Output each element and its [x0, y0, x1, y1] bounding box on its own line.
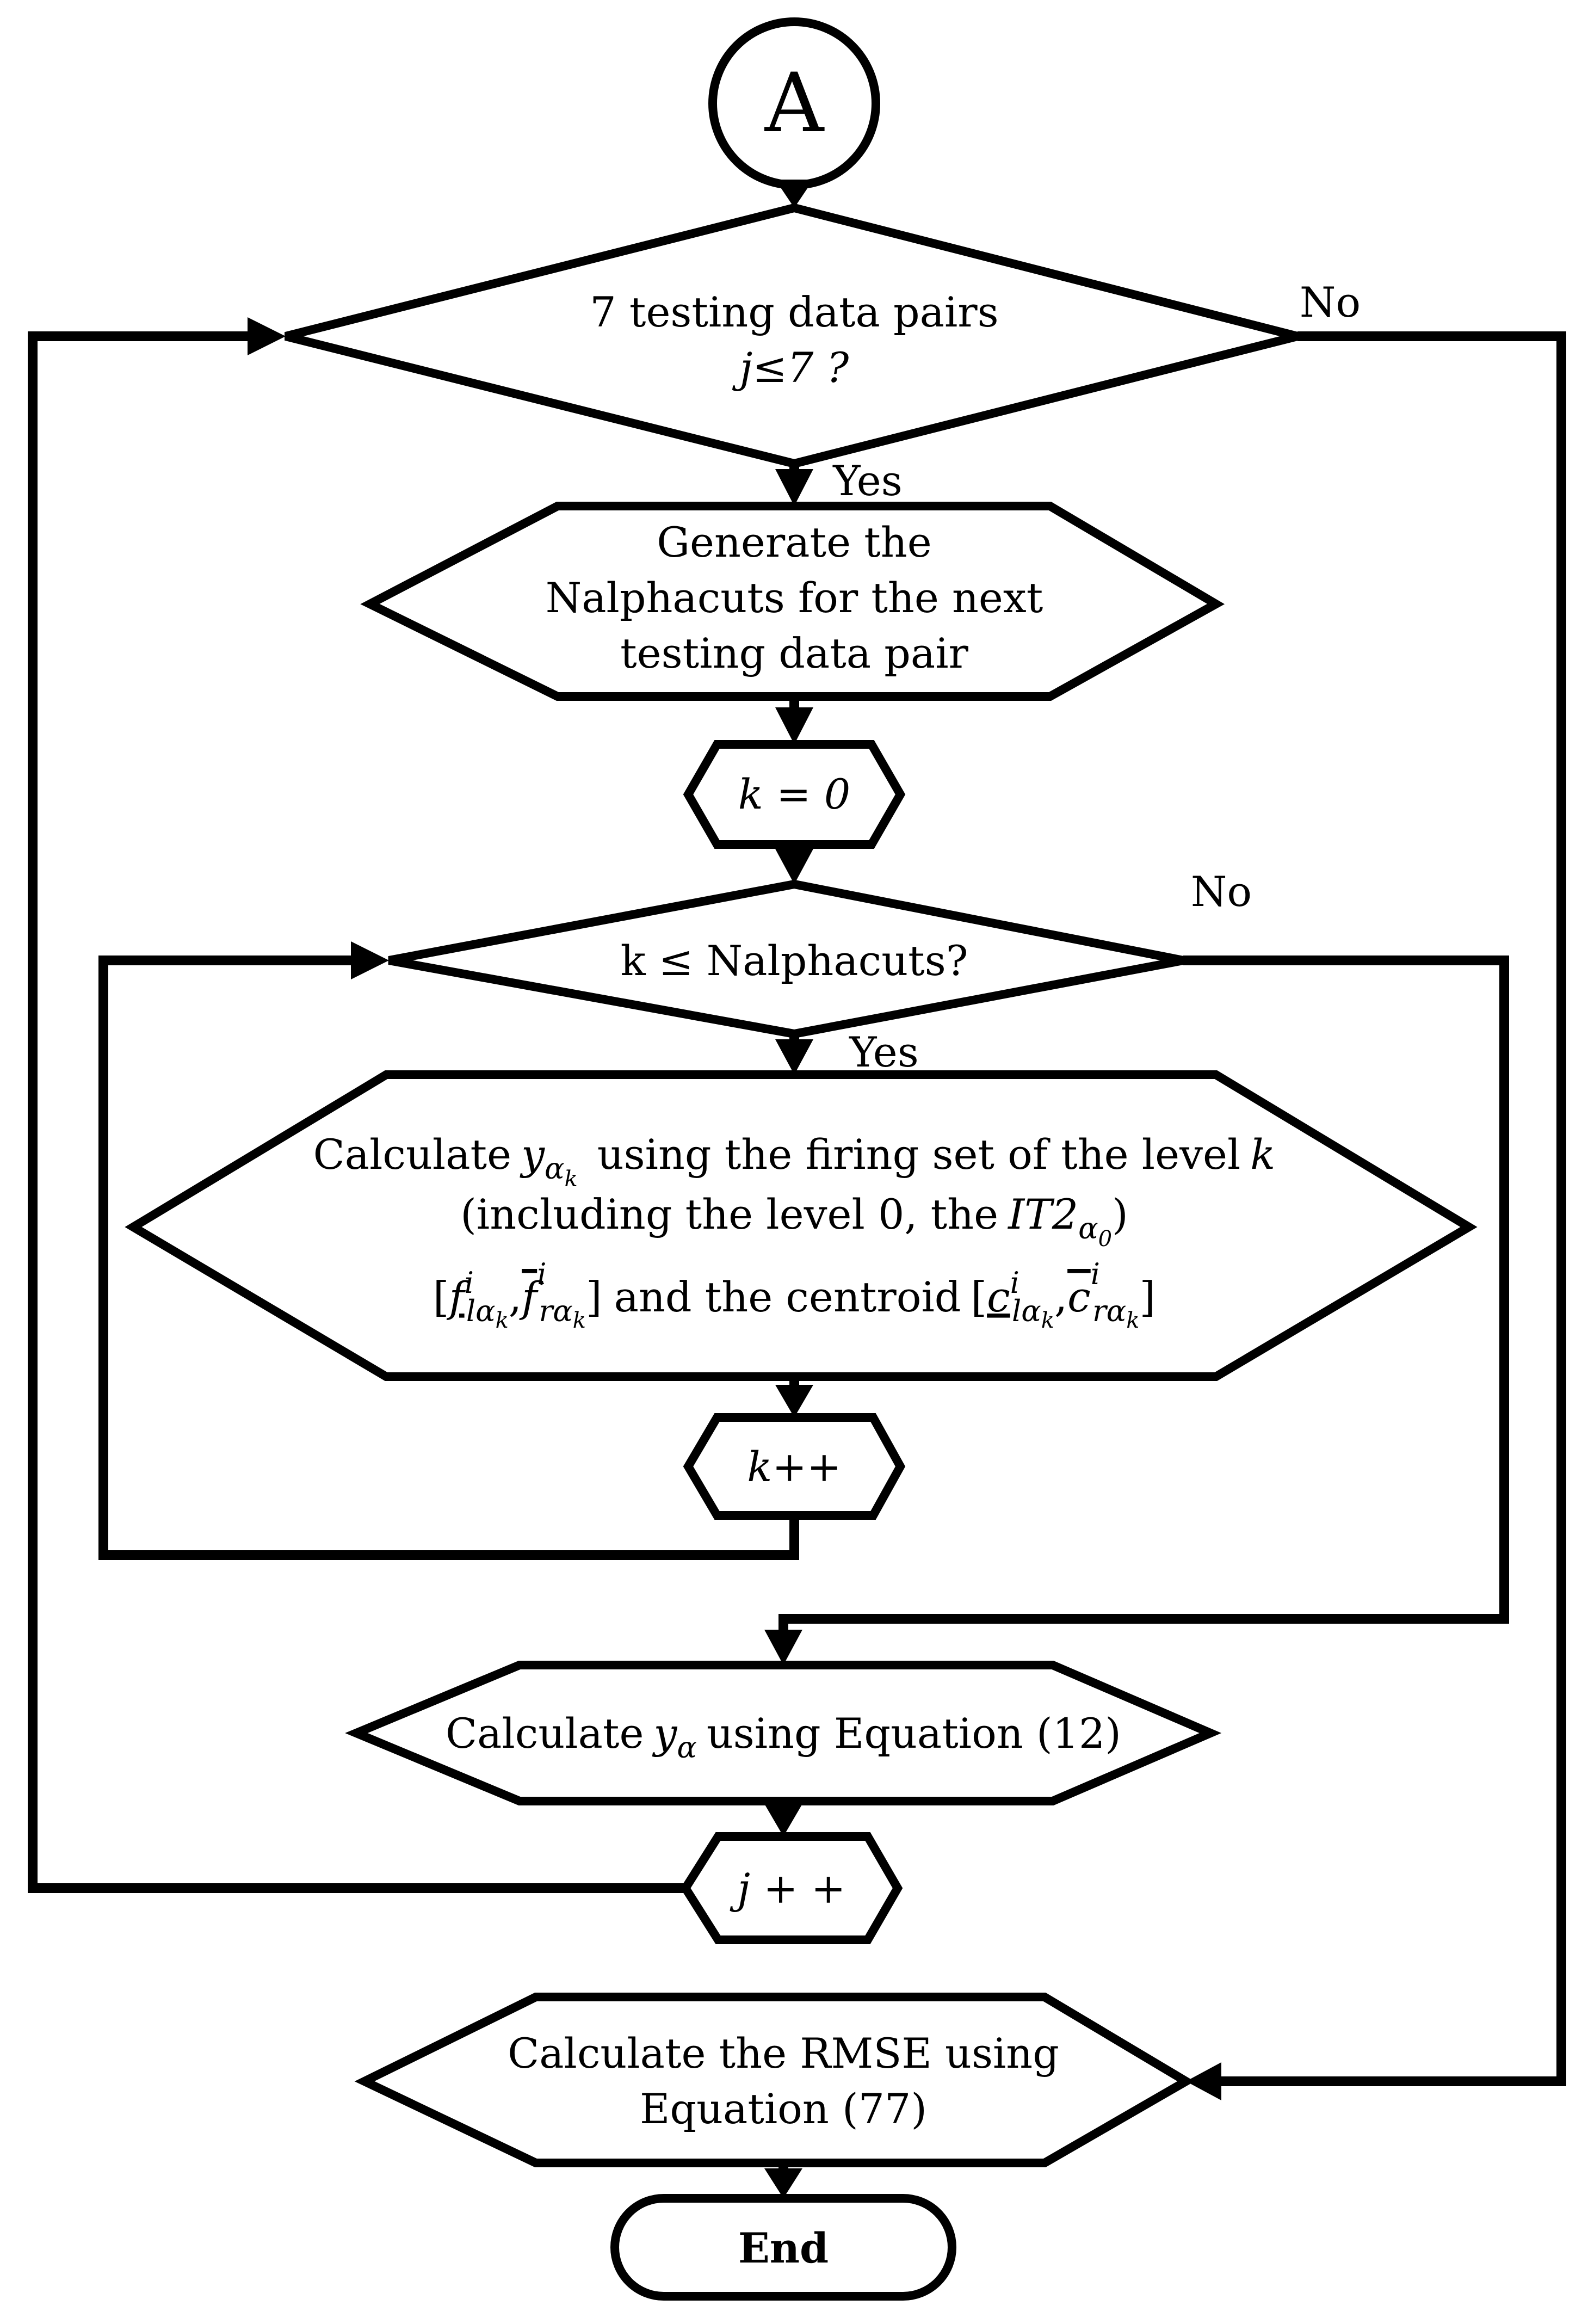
increment-k-hexagon [683, 1413, 906, 1520]
outer-loop-line [28, 331, 685, 1893]
calc-level-c-lower-sub: lα [1012, 1294, 1041, 1328]
calc-level-c-lower-sup: i [1010, 1266, 1019, 1300]
calc-y-var: y [652, 1709, 677, 1758]
calc-level-f-upper-sub-k: k [573, 1308, 586, 1333]
decision-outer-yes-label: Yes [832, 457, 903, 505]
inner-loop-line [98, 956, 799, 1560]
arrow-into-calc-level [775, 1039, 813, 1075]
generate-step: Generate the Nalphacuts for the next tes… [360, 502, 1225, 701]
arrow-into-jpp [764, 1804, 802, 1836]
calc-level-c-upper-sup: i [1091, 1257, 1100, 1291]
calc-level-pre: Calculate [313, 1130, 511, 1179]
generate-line3: testing data pair [620, 629, 968, 677]
increment-j: j + + [680, 1832, 903, 1944]
arrow-outer-loop [248, 317, 286, 355]
calc-level-bracket-open: [ [433, 1273, 449, 1321]
increment-j-label: j + + [730, 1864, 845, 1913]
calc-level-bracket-close2: ] [1140, 1273, 1156, 1321]
arrow-into-kpp [775, 1385, 813, 1417]
calc-level-it2-sub-0: 0 [1098, 1226, 1112, 1252]
init-k-label: k = 0 [738, 770, 850, 818]
calc-level-f-upper-sup: i [537, 1257, 546, 1291]
init-k-hexagon [683, 740, 906, 849]
arrow-into-end [764, 2168, 802, 2198]
calc-level-var-y: y [520, 1130, 545, 1179]
calc-level-c-lower-sub-k: k [1041, 1308, 1054, 1333]
terminal-end-shape [610, 2194, 956, 2301]
calc-level-c-upper: c [1067, 1273, 1091, 1321]
decision-inner: k ≤ Nalphacuts? No Yes [388, 867, 1252, 1076]
calc-level-f-lower-sub-k: k [496, 1308, 509, 1333]
calc-level-hexagon [125, 1070, 1478, 1381]
decision-inner-no-label: No [1191, 867, 1252, 916]
calc-level-comma2: , [1054, 1273, 1067, 1321]
generate-line2: Nalphacuts for the next [546, 574, 1043, 622]
terminal-end-label: End [738, 2224, 829, 2272]
calc-y-pre: Calculate [446, 1709, 644, 1758]
calc-y-hexagon [345, 1661, 1222, 1805]
calc-level-line2-close: ) [1112, 1190, 1128, 1238]
generate-line1: Generate the [657, 518, 931, 566]
arrow-into-decision-inner [775, 849, 813, 884]
calc-level-c-lower: c [987, 1273, 1010, 1321]
calc-level-sub-k: k [564, 1167, 577, 1192]
outer-no-line [1221, 331, 1566, 2086]
calc-rmse-line2: Equation (77) [640, 2085, 927, 2133]
calc-level-c-upper-sub: rα [1092, 1294, 1126, 1328]
arrow-into-decision-outer [775, 180, 813, 208]
calc-level-line3-mid: and the centroid [614, 1273, 961, 1321]
decision-outer-line2: j≤7 ? [732, 343, 850, 392]
terminal-end: End [610, 2194, 956, 2301]
calc-level-bracket-open2: [ [971, 1273, 987, 1321]
increment-k: k++ [683, 1413, 906, 1520]
decision-outer-line1: 7 testing data pairs [590, 288, 998, 336]
increment-k-label: k++ [747, 1443, 841, 1491]
inner-no-line [778, 956, 1509, 1632]
calc-rmse-step: Calculate the RMSE using Equation (77) [354, 1993, 1195, 2167]
connector-label: A [764, 56, 825, 151]
calc-y-post: using Equation (12) [707, 1709, 1121, 1758]
decision-inner-yes-label: Yes [849, 1028, 919, 1076]
calc-level-bracket-close1: ] [586, 1273, 602, 1321]
init-k: k = 0 [683, 740, 906, 849]
calc-rmse-hexagon [354, 1993, 1195, 2167]
generate-hexagon [360, 502, 1225, 701]
calc-level-it2-sub-alpha: α [1078, 1211, 1098, 1246]
calc-y-sub: α [677, 1730, 696, 1765]
decision-outer-no-label: No [1300, 278, 1361, 326]
calc-level-it2: IT2 [1007, 1190, 1078, 1238]
calc-level-line2-pre: (including the level 0, the [460, 1190, 998, 1238]
connector-a: A [708, 17, 880, 189]
arrow-into-rmse [1186, 2062, 1221, 2100]
calc-rmse-line1: Calculate the RMSE using [508, 2029, 1059, 2078]
calc-level-c-upper-sub-k: k [1126, 1308, 1139, 1333]
arrow-into-generate [775, 469, 813, 506]
calc-level-sub-alpha: α [545, 1151, 564, 1186]
arrow-inner-loop [351, 941, 389, 979]
calc-level-comma1: , [509, 1273, 522, 1321]
calc-level-f-lower-sup: i [465, 1266, 474, 1300]
decision-outer: 7 testing data pairs j≤7 ? No Yes [285, 203, 1361, 505]
calc-level-f-upper-sub: rα [539, 1294, 572, 1328]
decision-inner-label: k ≤ Nalphacuts? [621, 936, 968, 985]
calc-level-var-k: k [1250, 1130, 1275, 1179]
arrow-into-k0 [775, 707, 813, 744]
arrow-into-calc-y [764, 1630, 802, 1665]
calc-level-f-lower-sub: lα [466, 1294, 496, 1328]
calc-level-post: using the firing set of the level [597, 1130, 1241, 1179]
